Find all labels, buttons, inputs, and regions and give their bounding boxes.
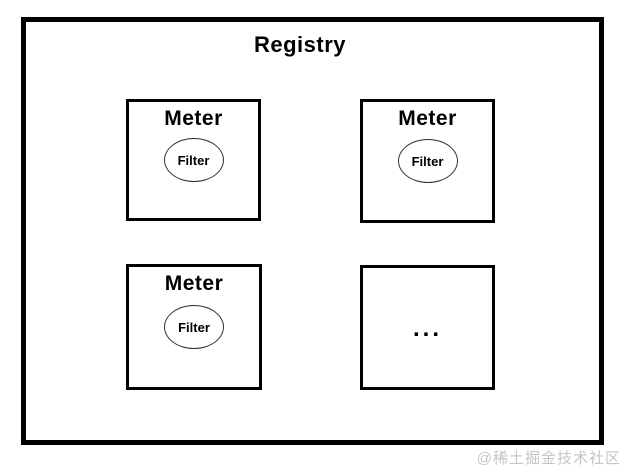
meter-label: Meter [398, 107, 457, 130]
watermark: @稀土掘金技术社区 [476, 450, 621, 467]
filter-ellipse: Filter [397, 139, 458, 183]
filter-ellipse: Filter [163, 138, 224, 182]
meter-label: Meter [164, 272, 224, 295]
filter-label: Filter [411, 153, 444, 169]
ellipsis-label: ... [412, 314, 442, 342]
meter-box-top-left: Meter Filter [126, 99, 261, 221]
registry-container-box [21, 17, 604, 445]
meter-label: Meter [164, 107, 223, 130]
filter-label: Filter [178, 319, 210, 335]
filter-label: Filter [177, 152, 210, 168]
meter-box-bottom-left: Meter Filter [126, 264, 262, 390]
meter-box-top-right: Meter Filter [360, 99, 495, 223]
more-meters-box: ... [360, 265, 495, 390]
filter-ellipse: Filter [164, 305, 224, 349]
registry-title: Registry [253, 32, 347, 57]
